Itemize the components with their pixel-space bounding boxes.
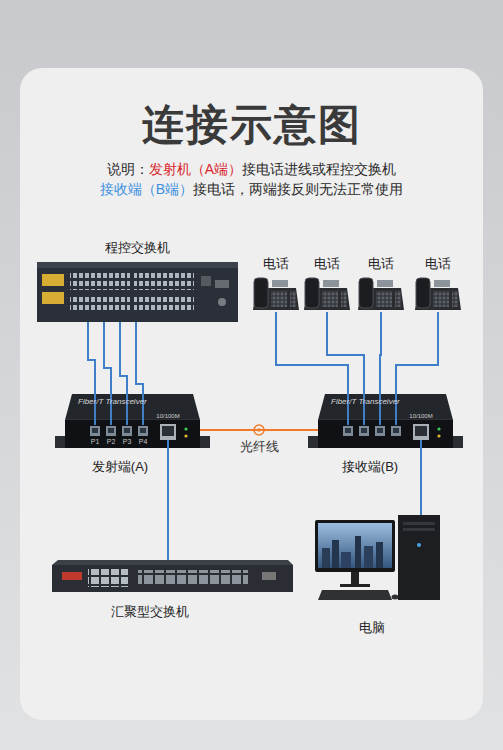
node-label-group: 电话 xyxy=(263,256,289,272)
node-label-group: 电脑 xyxy=(359,620,385,636)
network-cable xyxy=(396,312,438,425)
note-text: 接电话进线或程控交换机 xyxy=(242,161,396,177)
network-cable xyxy=(88,322,95,425)
receiver-device: 接收端(B) xyxy=(318,425,453,475)
device-brand: Fiber/T Transceiver xyxy=(78,398,147,406)
device-brand: Fiber/T Transceiver xyxy=(331,398,400,406)
network-cable xyxy=(380,312,381,425)
cable-label: 光纤线 xyxy=(238,439,281,455)
node-label: 程控交换机 xyxy=(105,240,170,256)
port-label: P2 xyxy=(107,438,116,445)
note-line: 说明：发射机（A端）接电话进线或程控交换机 xyxy=(0,160,503,178)
fiber-cable xyxy=(200,429,318,431)
network-cable xyxy=(167,475,169,560)
diagram-title: 连接示意图 xyxy=(0,100,503,150)
computer: 电脑 xyxy=(312,515,442,636)
network-cable xyxy=(276,312,348,425)
note-text: 发射机（A端） xyxy=(149,161,242,177)
node-label-group: 发射端(A) xyxy=(92,459,148,475)
node-label: 电脑 xyxy=(359,620,385,636)
telephone: 电话 xyxy=(414,256,462,312)
telephone: 电话 xyxy=(357,256,405,312)
node-label: 接收端(B) xyxy=(342,459,398,475)
node-label-group: 汇聚型交换机 xyxy=(111,604,189,620)
node-label: 电话 xyxy=(263,256,289,272)
port-label: P3 xyxy=(123,438,132,445)
node-label-group: 电话 xyxy=(368,256,394,272)
pbx-device: 程控交换机 xyxy=(37,240,238,322)
port-label: P1 xyxy=(91,438,100,445)
node-label: 汇聚型交换机 xyxy=(111,604,189,620)
aggregation-switch: 汇聚型交换机 xyxy=(52,560,293,620)
node-label: 电话 xyxy=(314,256,340,272)
node-label: 发射端(A) xyxy=(92,459,148,475)
network-cable xyxy=(420,475,422,515)
node-label-group: 电话 xyxy=(425,256,451,272)
network-cable xyxy=(136,322,143,425)
note-text: 接电话，两端接反则无法正常使用 xyxy=(193,181,403,197)
note-line: 接收端（B端）接电话，两端接反则无法正常使用 xyxy=(0,180,503,198)
network-cable xyxy=(104,322,111,425)
port-label: 10/100M xyxy=(156,413,179,419)
note-text: 说明： xyxy=(107,161,149,177)
node-label-group: 接收端(B) xyxy=(342,459,398,475)
telephone: 电话 xyxy=(303,256,351,312)
node-label: 电话 xyxy=(368,256,394,272)
port-label: P4 xyxy=(139,438,148,445)
network-cable xyxy=(327,312,364,425)
node-label-group: 电话 xyxy=(314,256,340,272)
network-cable xyxy=(120,322,127,425)
note-text: 接收端（B端） xyxy=(100,181,193,197)
node-label-group: 程控交换机 xyxy=(105,240,170,256)
transmitter-device: 发射端(A) xyxy=(55,425,200,475)
node-label: 电话 xyxy=(425,256,451,272)
port-label: 10/100M xyxy=(409,413,432,419)
telephone: 电话 xyxy=(252,256,300,312)
